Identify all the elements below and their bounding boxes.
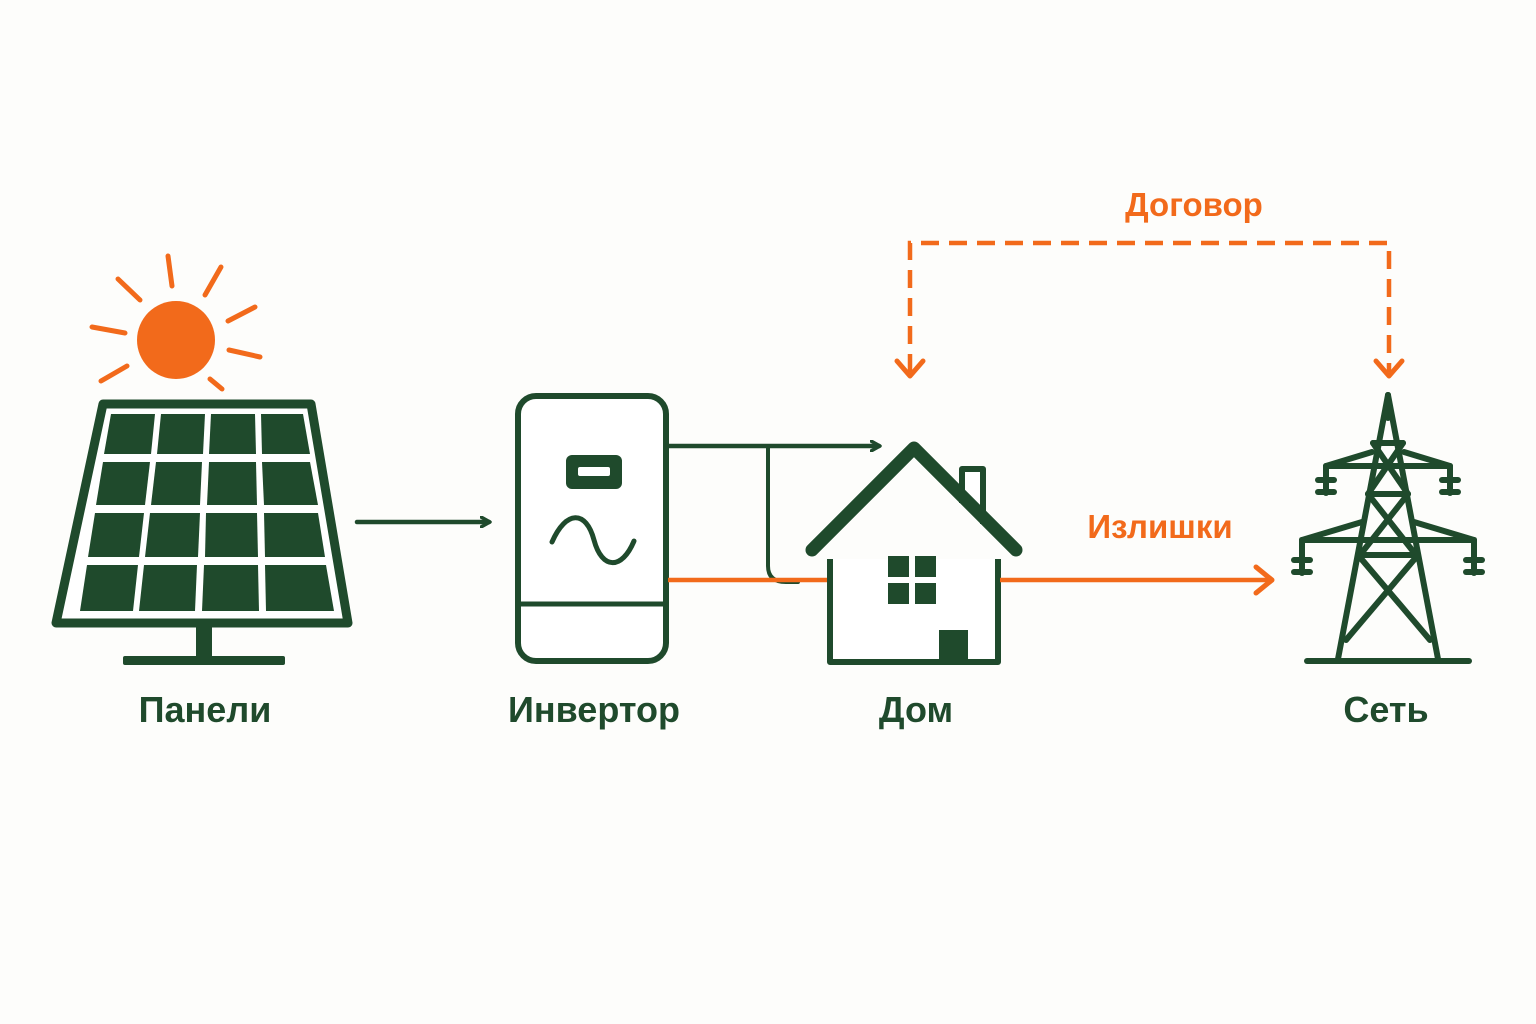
label-grid: Сеть [1343, 689, 1429, 730]
label-inverter: Инвертор [508, 689, 680, 730]
power-pylon-icon [1291, 392, 1485, 664]
sun-icon [89, 253, 263, 392]
inverter-icon [515, 393, 669, 664]
label-contract: Договор [1125, 186, 1263, 223]
flow-arrow-contract [894, 240, 1405, 379]
label-panels: Панели [138, 689, 272, 730]
label-house: Дом [878, 689, 954, 730]
flow-arrow-surplus [1000, 564, 1275, 596]
solar-panel-icon [51, 399, 353, 665]
house-icon [805, 441, 1023, 665]
label-surplus: Излишки [1087, 508, 1233, 545]
